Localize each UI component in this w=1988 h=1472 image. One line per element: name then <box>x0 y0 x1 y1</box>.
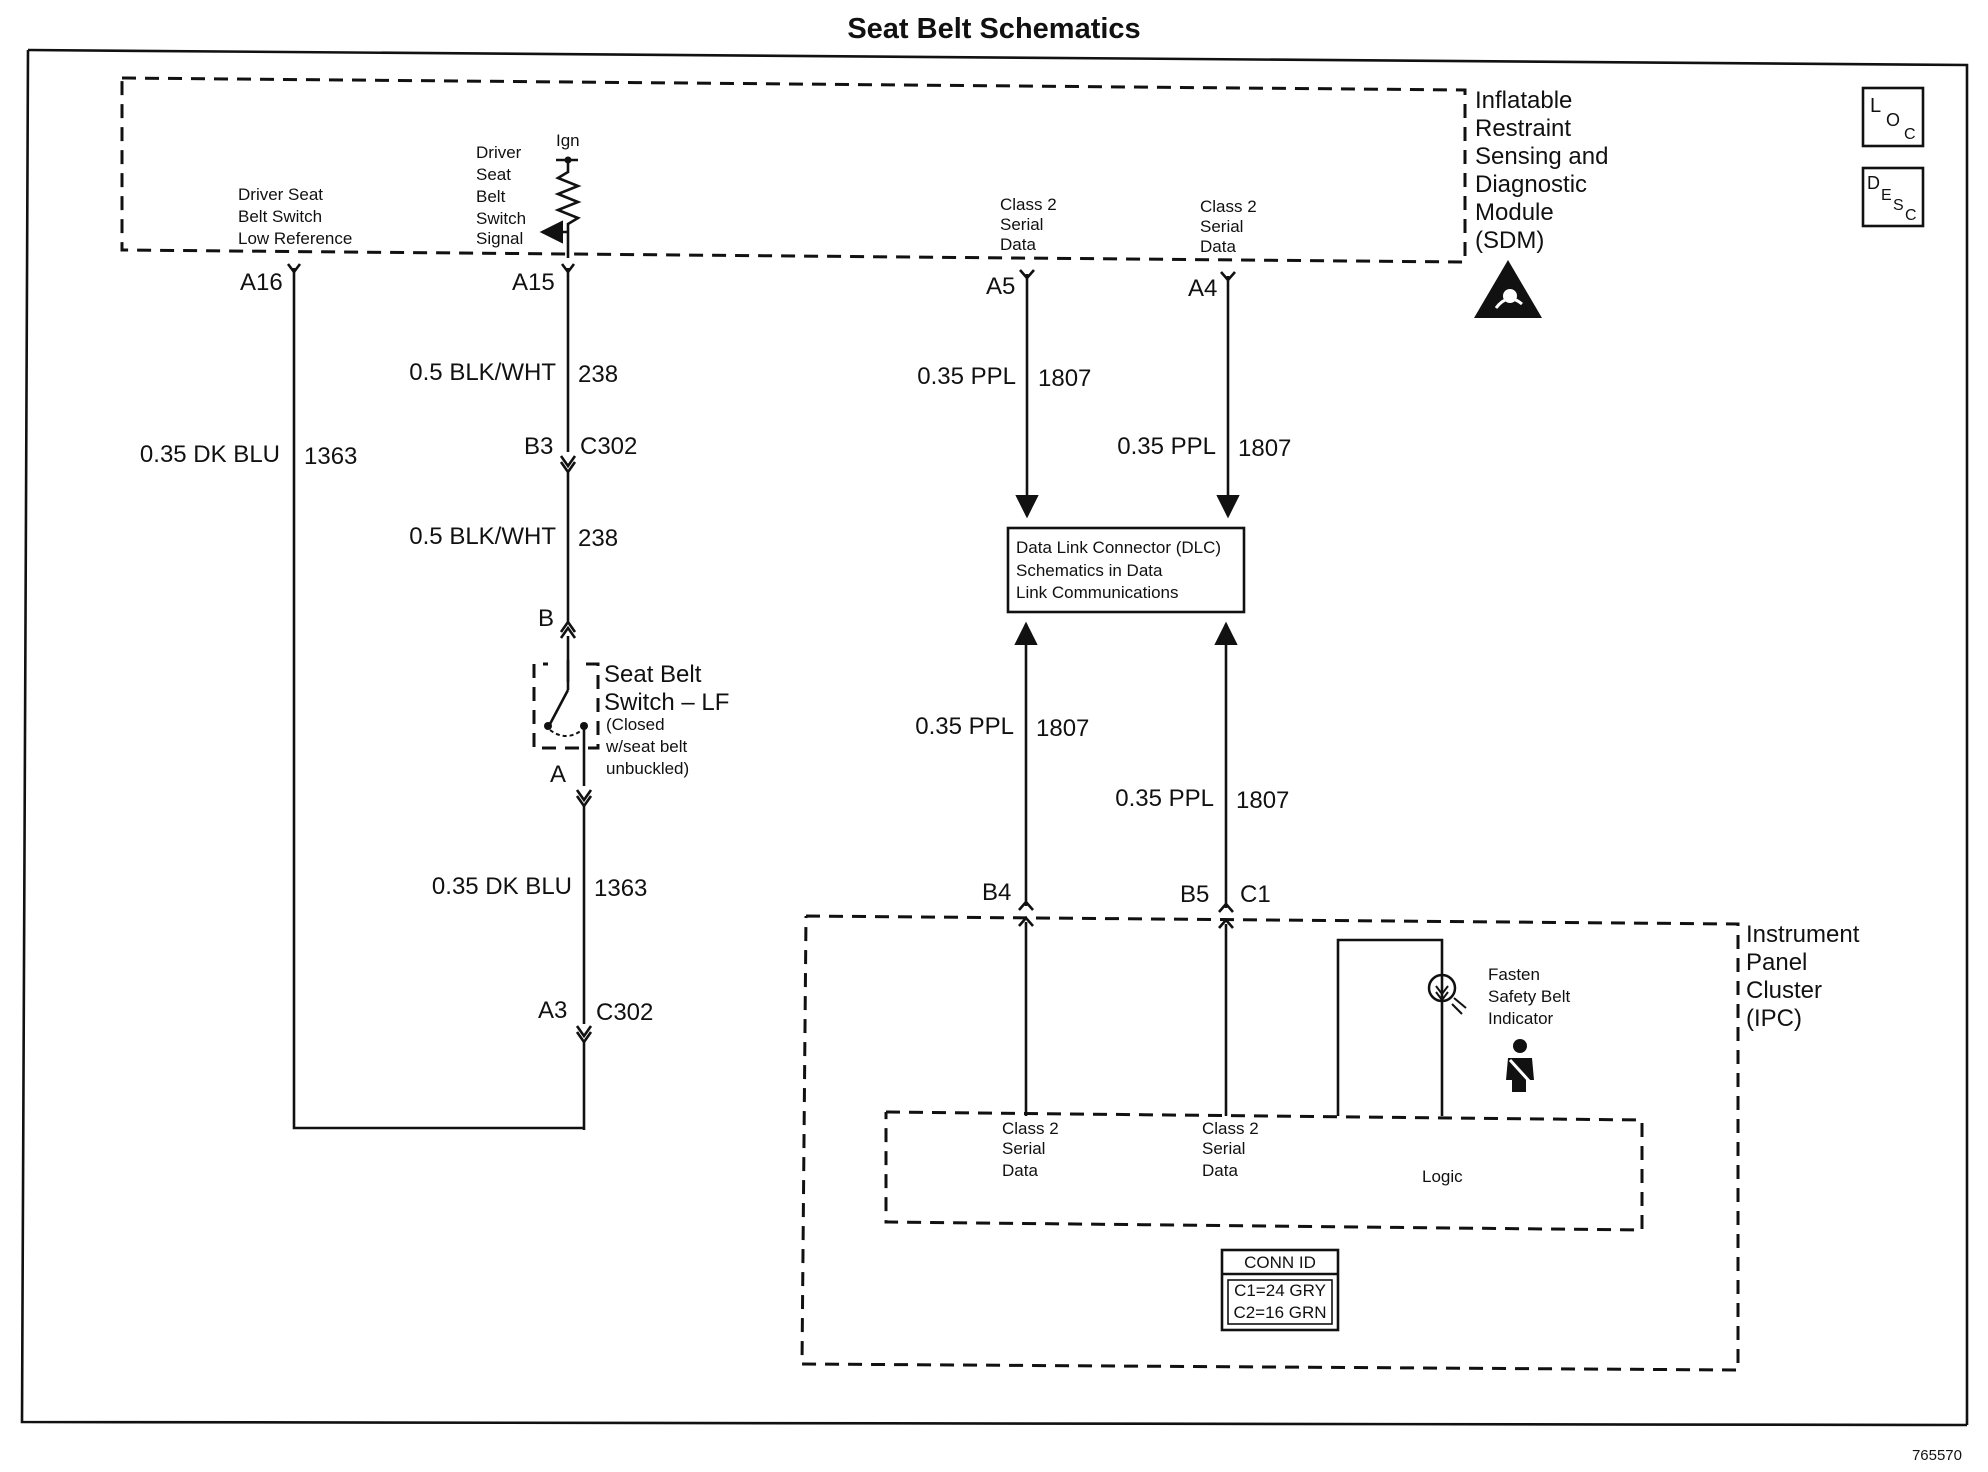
svg-text:L: L <box>1870 95 1881 117</box>
pin-a: A <box>550 761 566 788</box>
ipc-name: Instrument Panel Cluster (IPC) <box>1746 921 1866 1032</box>
pin-a3: A3 <box>538 997 567 1024</box>
connector-c302-bottom: C302 <box>596 999 653 1026</box>
pin-a16: A16 <box>240 269 283 296</box>
indicator-lamp-icon <box>1427 973 1467 1015</box>
seat-belt-switch <box>532 660 600 786</box>
seat-belt-switch-note: (Closed w/seat belt unbuckled) <box>605 715 692 778</box>
sdm-serial-data-a5-label: Class 2 Serial Data <box>1000 195 1061 254</box>
sdm-serial-data-a4-label: Class 2 Serial Data <box>1200 197 1261 256</box>
wire-spec-1807-a4: 0.35 PPL <box>1117 433 1216 460</box>
dlc-label: Data Link Connector (DLC) Schematics in … <box>1016 538 1226 602</box>
pin-a5: A5 <box>986 273 1015 300</box>
wire-1807-b5 <box>1214 621 1238 913</box>
wire-circuit-238-lower: 238 <box>578 525 618 552</box>
wire-circuit-1363-lower: 1363 <box>594 875 647 902</box>
location-icon[interactable]: L O C <box>1861 86 1925 148</box>
wire-circuit-1807-b4: 1807 <box>1036 715 1089 742</box>
page-title: Seat Belt Schematics <box>847 13 1140 45</box>
wire-spec-238-upper: 0.5 BLK/WHT <box>409 359 556 386</box>
seatbelt-person-icon <box>1506 1039 1534 1092</box>
pin-b3: B3 <box>524 433 553 460</box>
wire-1807-a5 <box>1015 269 1039 519</box>
svg-text:O: O <box>1886 110 1900 130</box>
conn-id-c1: C1=24 GRY <box>1234 1281 1326 1300</box>
wire-spec-1363-lower: 0.35 DK BLU <box>432 873 572 900</box>
wire-1363-lower <box>575 789 593 1130</box>
airbag-warning-icon <box>1474 260 1542 318</box>
ipc-module-boundary <box>800 914 1740 1372</box>
ipc-serial-data-b5-label: Class 2 Serial Data <box>1202 1119 1263 1180</box>
outer-border-top-right <box>27 48 1969 1425</box>
wire-circuit-238-upper: 238 <box>578 361 618 388</box>
wire-spec-1807-b5: 0.35 PPL <box>1115 785 1214 812</box>
ipc-logic-label: Logic <box>1422 1167 1463 1186</box>
description-icon[interactable]: D E S C <box>1861 166 1925 228</box>
ipc-serial-data-b4-label: Class 2 Serial Data <box>1002 1119 1063 1180</box>
ignition-pullup-resistor <box>539 156 582 258</box>
outer-border-bottom-left <box>20 49 1968 1427</box>
wire-1807-a4 <box>1216 271 1240 519</box>
wire-1807-b4 <box>1014 621 1038 911</box>
wire-spec-238-lower: 0.5 BLK/WHT <box>409 523 556 550</box>
pin-b: B <box>538 605 554 632</box>
svg-text:S: S <box>1893 197 1904 214</box>
ipc-internal-wires <box>1018 916 1444 1116</box>
svg-text:C: C <box>1905 207 1917 224</box>
conn-id-c2: C2=16 GRN <box>1233 1303 1326 1322</box>
ignition-label: Ign <box>556 131 580 150</box>
svg-text:E: E <box>1881 187 1892 204</box>
pin-b5: B5 <box>1180 881 1209 908</box>
conn-id-header: CONN ID <box>1244 1253 1316 1272</box>
seat-belt-switch-name: Seat Belt Switch – LF <box>604 661 729 716</box>
figure-number: 765570 <box>1912 1447 1962 1464</box>
wire-spec-1807-a5: 0.35 PPL <box>917 363 1016 390</box>
wire-circuit-1807-a5: 1807 <box>1038 365 1091 392</box>
wire-spec-1807-b4: 0.35 PPL <box>915 713 1014 740</box>
connector-c302-top: C302 <box>580 433 637 460</box>
svg-text:D: D <box>1867 173 1880 193</box>
fasten-safety-belt-indicator-label: Fasten Safety Belt Indicator <box>1488 965 1575 1028</box>
ipc-logic-box <box>884 1110 1644 1232</box>
svg-text:C: C <box>1904 126 1916 143</box>
pin-b4: B4 <box>982 879 1011 906</box>
driver-seat-belt-low-ref-label: Driver Seat Belt Switch Low Reference <box>238 185 352 248</box>
conn-id-table <box>1220 1248 1340 1332</box>
pin-a4: A4 <box>1188 275 1217 302</box>
wire-circuit-1807-b5: 1807 <box>1236 787 1289 814</box>
data-link-connector-box <box>1006 526 1246 614</box>
connector-c1: C1 <box>1240 881 1271 908</box>
wire-spec-1363-left: 0.35 DK BLU <box>140 441 280 468</box>
wire-circuit-1363-left: 1363 <box>304 443 357 470</box>
wire-circuit-1807-a4: 1807 <box>1238 435 1291 462</box>
driver-seat-belt-signal-label: Driver Seat Belt Switch Signal <box>476 143 531 248</box>
wire-1363-left <box>286 263 583 1130</box>
pin-a15: A15 <box>512 269 555 296</box>
sdm-name: Inflatable Restraint Sensing and Diagnos… <box>1475 87 1615 254</box>
wire-238 <box>559 263 577 682</box>
